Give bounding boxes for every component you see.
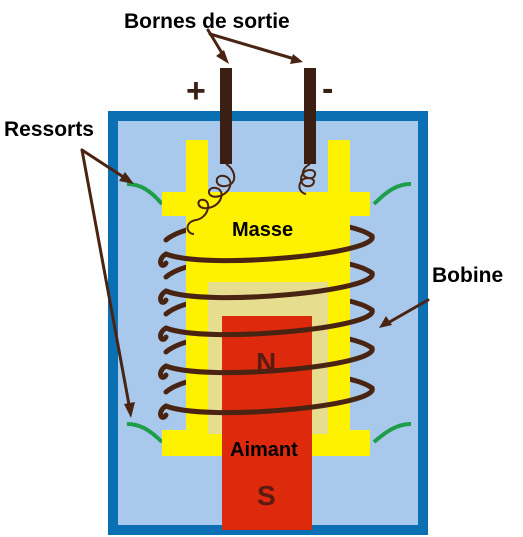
- magnet: [222, 316, 312, 530]
- arrow-heads: [119, 50, 392, 418]
- spring-bottom-right: [372, 422, 412, 444]
- arrow-coil: [384, 298, 430, 326]
- label-north: N: [256, 347, 276, 378]
- label-springs: Ressorts: [4, 118, 94, 141]
- arrowhead-spring-bottom: [124, 402, 135, 418]
- coil-turn-front: [158, 233, 375, 268]
- coil-front: [158, 233, 375, 420]
- spring-bottom-left: [126, 422, 164, 444]
- label-south: S: [257, 480, 276, 511]
- coil-turn-front: [158, 307, 375, 342]
- arrow-spring-bottom: [80, 148, 132, 412]
- label-minus: -: [322, 70, 333, 108]
- arrow-terminal-minus: [208, 32, 300, 62]
- spring-top-left: [126, 182, 164, 206]
- coil-turn-front: [158, 385, 375, 420]
- arrow-spring-top: [80, 148, 130, 182]
- label-mass: Masse: [232, 219, 293, 241]
- label-magnet: Aimant: [230, 439, 298, 461]
- label-output-terminals: Bornes de sortie: [124, 10, 290, 33]
- spring-top-right: [372, 182, 412, 206]
- coil-turn-front: [158, 270, 375, 305]
- arrowhead-terminal-minus: [290, 54, 303, 64]
- arrowhead-spring-top: [119, 172, 134, 184]
- label-coil: Bobine: [432, 264, 503, 287]
- terminal-plus: [220, 68, 232, 164]
- lead-curl-right: [298, 163, 316, 195]
- arrowhead-terminal-plus: [216, 50, 229, 64]
- terminal-minus: [304, 68, 316, 164]
- label-plus: +: [186, 72, 206, 110]
- lead-curl-left: [186, 163, 236, 235]
- coil-turn-front: [158, 345, 375, 380]
- arrowhead-coil: [379, 316, 392, 328]
